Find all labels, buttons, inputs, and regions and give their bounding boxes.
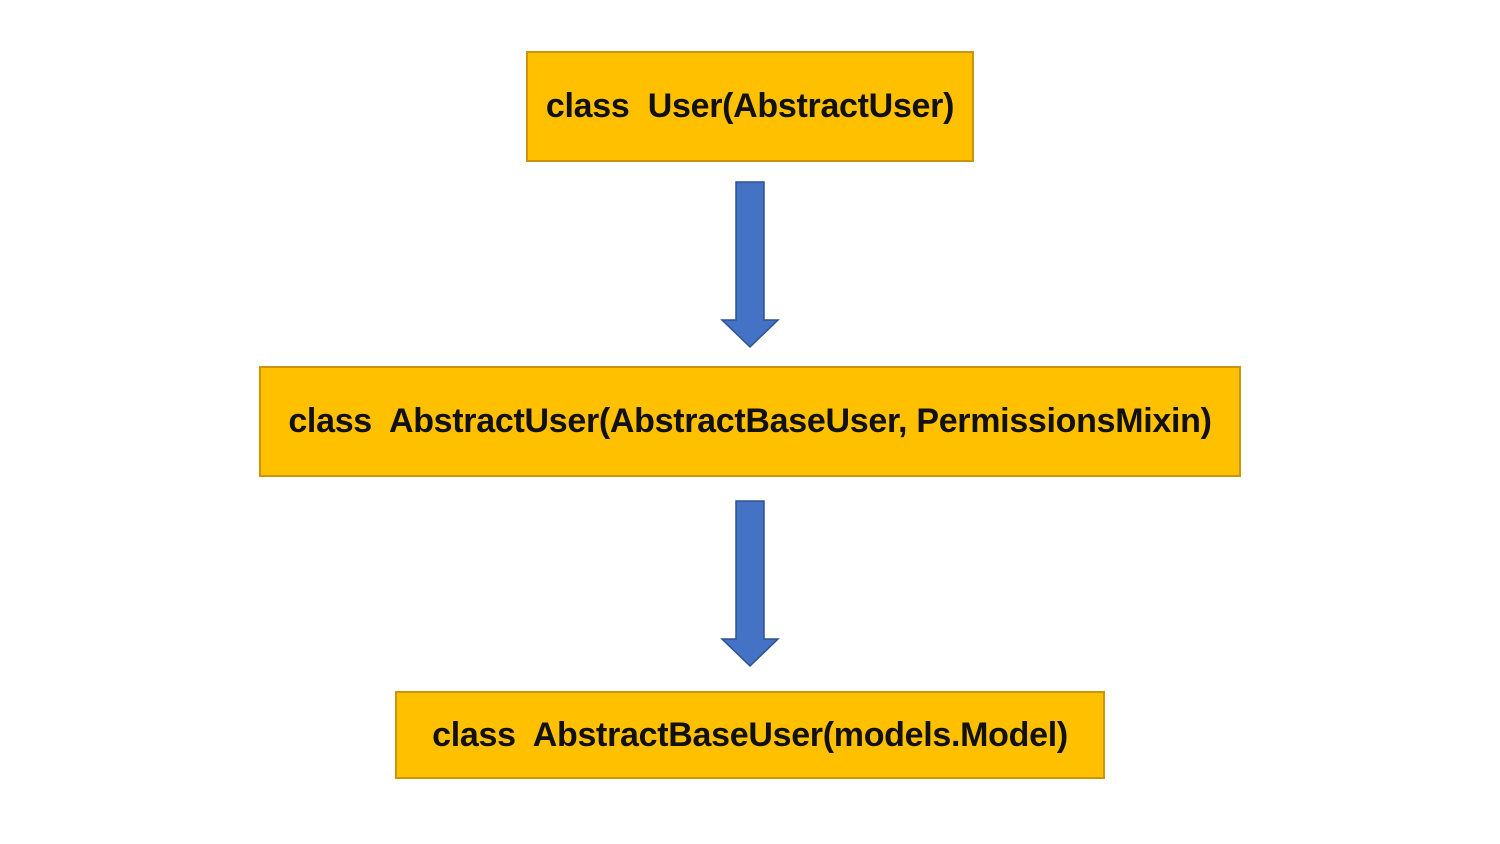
arrow-down-icon [720, 500, 780, 668]
class-node-user: class User(AbstractUser) [526, 51, 974, 162]
class-node-abstract-base-user: class AbstractBaseUser(models.Model) [395, 691, 1105, 779]
class-node-abstract-user: class AbstractUser(AbstractBaseUser, Per… [259, 366, 1241, 477]
arrow-down-icon [720, 181, 780, 349]
